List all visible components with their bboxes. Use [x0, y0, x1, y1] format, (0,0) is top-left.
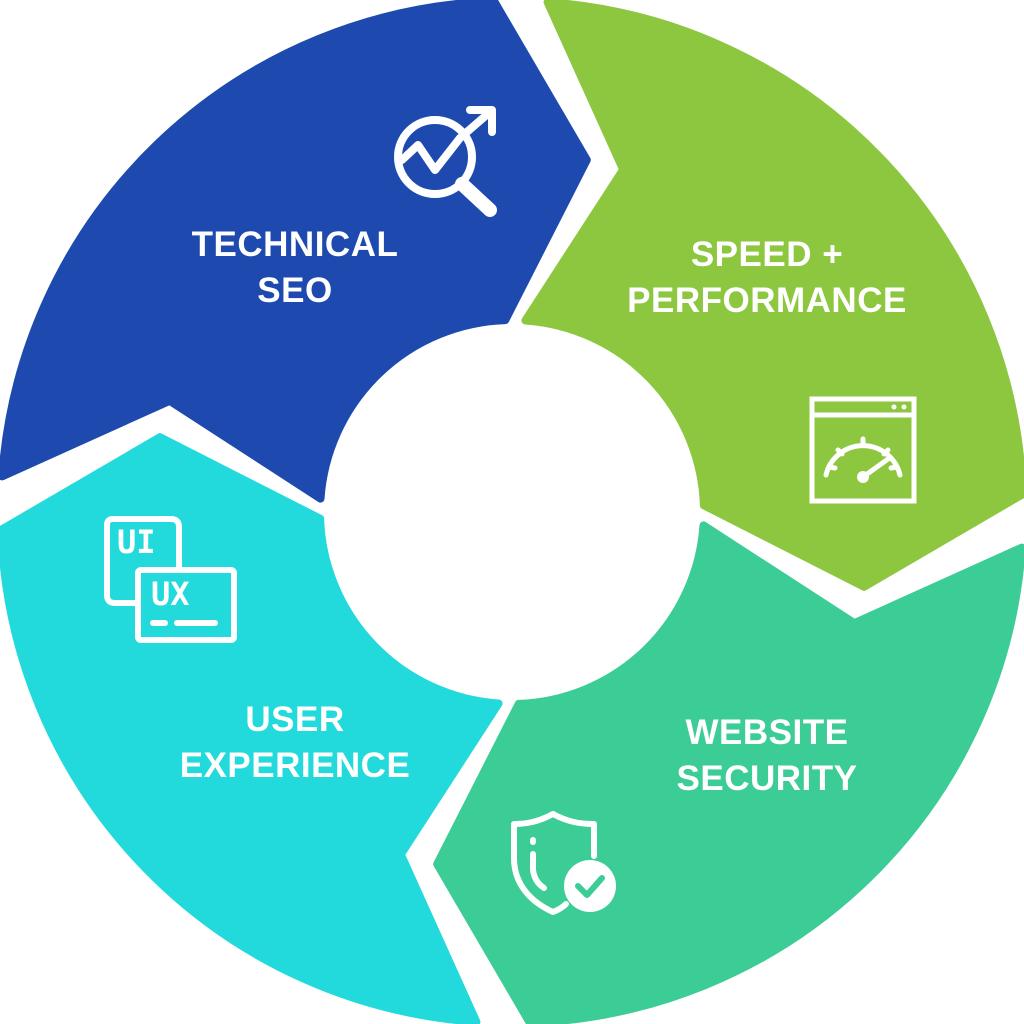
- label-user-experience: USER EXPERIENCE: [115, 697, 475, 789]
- label-website-security: WEBSITE SECURITY: [587, 710, 947, 802]
- ui-ux-icon: UI UX: [103, 515, 238, 645]
- label-line: USER: [245, 700, 345, 739]
- label-line: SPEED +: [690, 235, 844, 274]
- segment-user-experience: [0, 433, 503, 1024]
- label-line: SECURITY: [676, 759, 858, 798]
- ux-text: UX: [151, 575, 190, 613]
- shield-check-icon: [511, 811, 616, 915]
- label-line: EXPERIENCE: [179, 746, 411, 785]
- segment-technical-seo: [0, 0, 591, 503]
- label-line: WEBSITE: [685, 713, 849, 752]
- label-speed-performance: SPEED + PERFORMANCE: [587, 232, 947, 324]
- ui-text: UI: [117, 523, 156, 561]
- label-line: SEO: [257, 271, 333, 310]
- segment-speed-performance: [521, 0, 1024, 591]
- seo-magnifier-chart-icon: [394, 106, 497, 217]
- ui-ux-frames-icon: [104, 516, 237, 643]
- label-line: TECHNICAL: [191, 225, 399, 264]
- speed-gauge-icon: [809, 396, 917, 504]
- label-line: PERFORMANCE: [627, 281, 907, 320]
- label-technical-seo: TECHNICAL SEO: [115, 222, 475, 314]
